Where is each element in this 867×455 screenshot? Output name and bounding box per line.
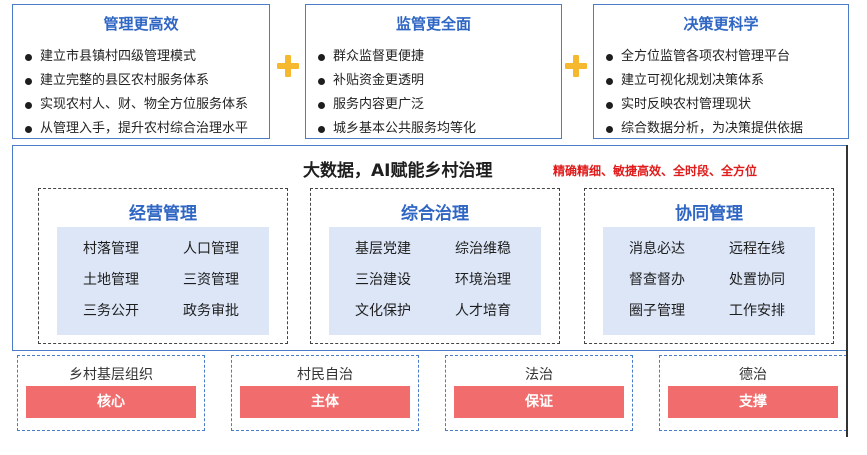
- list-item: 实现农村人、财、物全方位服务体系: [25, 93, 263, 117]
- plus-icon: [565, 55, 587, 77]
- group-cell: 村落管理: [83, 241, 139, 257]
- list-item: 补贴资金更透明: [318, 69, 555, 93]
- list-item: 从管理入手，提升农村综合治理水平: [25, 117, 263, 141]
- group-cell: 远程在线: [729, 241, 785, 257]
- list-item-text: 群众监督更便捷: [333, 49, 425, 64]
- group-cell: 三资管理: [183, 272, 239, 288]
- bullet-icon: [25, 125, 32, 133]
- right-edge-divider: [846, 145, 848, 437]
- pillar-villager-autonomy: 村民自治 主体: [231, 355, 419, 431]
- pillar-bar: 支撑: [668, 386, 838, 418]
- top-box-list: 全方位监管各项农村管理平台 建立可视化规划决策体系 实时反映农村管理现状 综合数…: [606, 45, 842, 141]
- bullet-icon: [318, 53, 325, 61]
- top-box-comprehensive-supervision: 监管更全面 群众监督更便捷 补贴资金更透明 服务内容更广泛 城乡基本公共服务均等…: [305, 4, 562, 139]
- group-cell: 人才培育: [455, 303, 511, 319]
- group-cell: 基层党建: [355, 241, 411, 257]
- bullet-icon: [25, 101, 32, 109]
- list-item: 建立可视化规划决策体系: [606, 69, 842, 93]
- bullet-icon: [606, 125, 613, 133]
- list-item-text: 从管理入手，提升农村综合治理水平: [40, 121, 249, 136]
- list-item-text: 建立可视化规划决策体系: [621, 73, 765, 88]
- list-item-text: 全方位监管各项农村管理平台: [621, 49, 791, 64]
- section-subtitle: 精确精细、敏捷高效、全时段、全方位: [553, 164, 758, 178]
- group-cell: 三务公开: [83, 303, 139, 319]
- group-cell: 处置协同: [729, 272, 785, 288]
- ai-governance-section: 大数据，AI赋能乡村治理 精确精细、敏捷高效、全时段、全方位 经营管理 村落管理…: [12, 145, 847, 351]
- pillar-grassroots-organization: 乡村基层组织 核心: [17, 355, 205, 431]
- group-panel: 村落管理 人口管理 土地管理 三资管理 三务公开 政务审批: [57, 227, 269, 335]
- list-item: 综合数据分析，为决策提供依据: [606, 117, 842, 141]
- group-title: 综合治理: [401, 204, 469, 224]
- group-comprehensive-governance: 综合治理 基层党建 综治维稳 三治建设 环境治理 文化保护 人才培育: [310, 188, 560, 344]
- top-box-list: 群众监督更便捷 补贴资金更透明 服务内容更广泛 城乡基本公共服务均等化: [318, 45, 555, 141]
- group-cell: 土地管理: [83, 272, 139, 288]
- pillar-bar: 主体: [240, 386, 410, 418]
- group-cell: 政务审批: [183, 303, 239, 319]
- plus-icon: [277, 55, 299, 77]
- list-item-text: 实时反映农村管理现状: [621, 97, 752, 112]
- bullet-icon: [606, 53, 613, 61]
- list-item: 服务内容更广泛: [318, 93, 555, 117]
- bullet-icon: [318, 77, 325, 85]
- list-item-text: 服务内容更广泛: [333, 97, 425, 112]
- top-box-title: 监管更全面: [395, 15, 471, 33]
- list-item: 实时反映农村管理现状: [606, 93, 842, 117]
- pillar-label: 村民自治: [297, 367, 353, 383]
- list-item-text: 补贴资金更透明: [333, 73, 425, 88]
- list-item-text: 实现农村人、财、物全方位服务体系: [40, 97, 249, 112]
- list-item: 城乡基本公共服务均等化: [318, 117, 555, 141]
- group-collaborative-management: 协同管理 消息必达 远程在线 督查督办 处置协同 圈子管理 工作安排: [584, 188, 834, 344]
- list-item: 全方位监管各项农村管理平台: [606, 45, 842, 69]
- top-box-efficient-management: 管理更高效 建立市县镇村四级管理模式 建立完整的县区农村服务体系 实现农村人、财…: [12, 4, 270, 139]
- top-box-title: 决策更科学: [683, 15, 759, 33]
- bullet-icon: [25, 53, 32, 61]
- bullet-icon: [318, 101, 325, 109]
- pillar-label: 乡村基层组织: [69, 367, 153, 383]
- group-panel: 基层党建 综治维稳 三治建设 环境治理 文化保护 人才培育: [329, 227, 541, 335]
- group-cell: 消息必达: [629, 241, 685, 257]
- top-box-scientific-decision: 决策更科学 全方位监管各项农村管理平台 建立可视化规划决策体系 实时反映农村管理…: [593, 4, 849, 139]
- list-item-text: 综合数据分析，为决策提供依据: [621, 121, 804, 136]
- group-cell: 环境治理: [455, 272, 511, 288]
- list-item-text: 城乡基本公共服务均等化: [333, 121, 477, 136]
- pillar-bar: 核心: [26, 386, 196, 418]
- group-operation-management: 经营管理 村落管理 人口管理 土地管理 三资管理 三务公开 政务审批: [38, 188, 288, 344]
- pillar-label: 法治: [525, 367, 553, 383]
- pillar-label: 德治: [739, 367, 767, 383]
- group-title: 经营管理: [129, 204, 197, 224]
- section-title: 大数据，AI赋能乡村治理: [303, 161, 493, 181]
- top-box-list: 建立市县镇村四级管理模式 建立完整的县区农村服务体系 实现农村人、财、物全方位服…: [25, 45, 263, 141]
- list-item: 建立完整的县区农村服务体系: [25, 69, 263, 93]
- group-cell: 圈子管理: [629, 303, 685, 319]
- list-item-text: 建立完整的县区农村服务体系: [40, 73, 210, 88]
- pillar-rule-of-virtue: 德治 支撑: [659, 355, 847, 431]
- group-cell: 工作安排: [729, 303, 785, 319]
- bullet-icon: [318, 125, 325, 133]
- group-cell: 人口管理: [183, 241, 239, 257]
- list-item-text: 建立市县镇村四级管理模式: [40, 49, 197, 64]
- pillar-bar: 保证: [454, 386, 624, 418]
- list-item: 群众监督更便捷: [318, 45, 555, 69]
- bullet-icon: [25, 77, 32, 85]
- group-panel: 消息必达 远程在线 督查督办 处置协同 圈子管理 工作安排: [603, 227, 815, 335]
- group-cell: 文化保护: [355, 303, 411, 319]
- group-title: 协同管理: [675, 204, 743, 224]
- list-item: 建立市县镇村四级管理模式: [25, 45, 263, 69]
- bullet-icon: [606, 77, 613, 85]
- group-cell: 督查督办: [629, 272, 685, 288]
- pillar-rule-of-law: 法治 保证: [445, 355, 633, 431]
- bullet-icon: [606, 101, 613, 109]
- group-cell: 三治建设: [355, 272, 411, 288]
- group-cell: 综治维稳: [455, 241, 511, 257]
- top-box-title: 管理更高效: [103, 15, 179, 33]
